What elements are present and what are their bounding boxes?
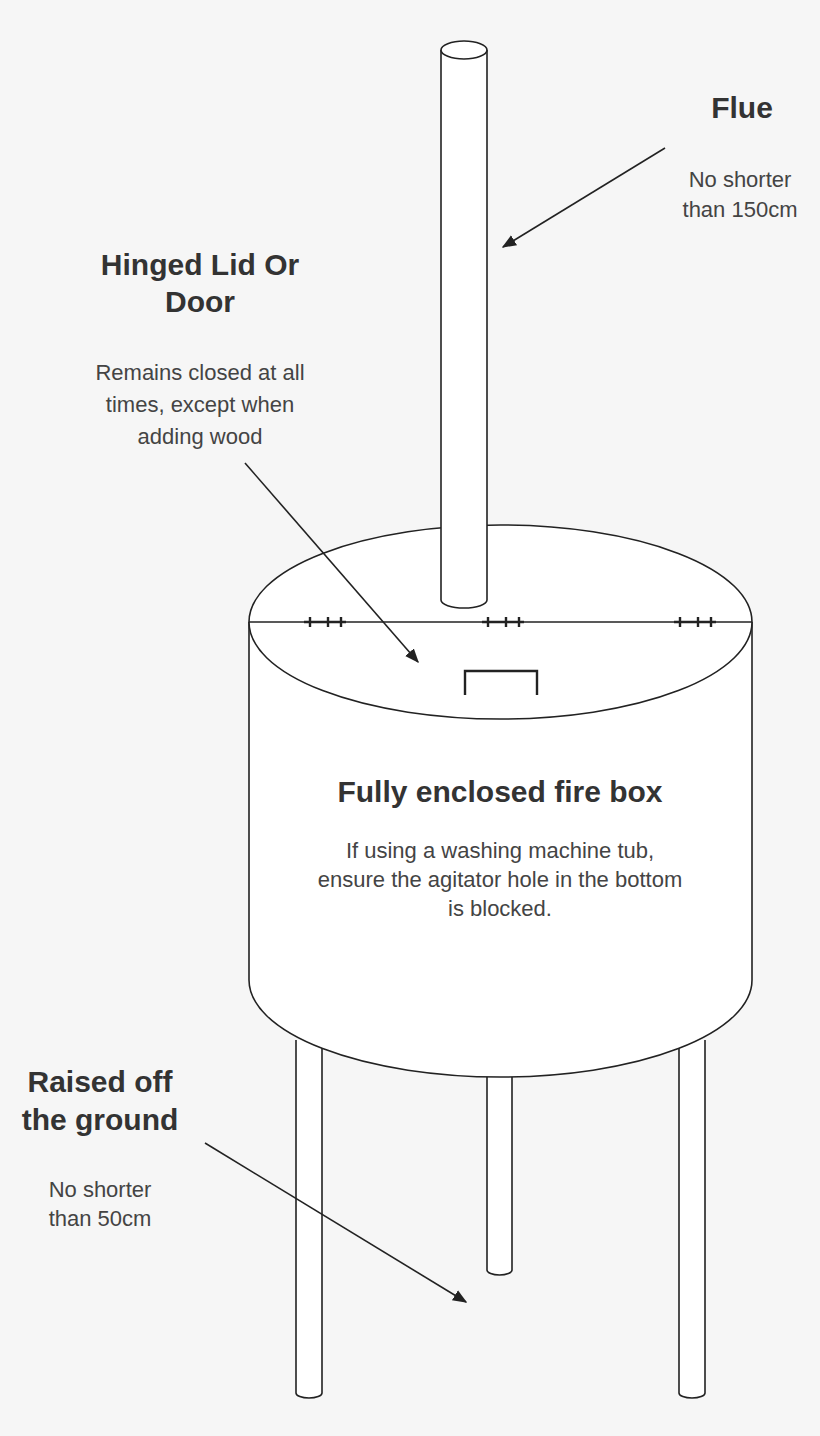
callout-heading: Flue: [642, 89, 820, 126]
usage-note: Remains closed at all times, except when…: [95, 357, 305, 453]
leg: [679, 1040, 705, 1398]
hinge: [304, 617, 346, 627]
hinge: [674, 617, 716, 627]
node-note: If using a washing machine tub, ensure t…: [315, 836, 685, 923]
dimension-note: No shorter than 150cm: [665, 165, 815, 225]
leader-arrow: [503, 148, 665, 247]
fire-box: Fully enclosed fire box If using a washin…: [262, 770, 738, 923]
leg: [296, 1040, 322, 1398]
callout-heading: Hinged Lid Or Door: [95, 246, 305, 320]
node-heading: Fully enclosed fire box: [262, 770, 738, 814]
leader-arrow: [205, 1143, 466, 1302]
lid-handle: [465, 671, 537, 695]
flue-pipe: [441, 50, 487, 608]
leg: [487, 1076, 512, 1275]
flue-opening: [441, 41, 487, 59]
hinge: [482, 617, 524, 627]
leader-arrow: [245, 463, 418, 662]
dimension-note: No shorter than 50cm: [30, 1175, 170, 1233]
callout-heading: Raised off the ground: [5, 1063, 195, 1139]
